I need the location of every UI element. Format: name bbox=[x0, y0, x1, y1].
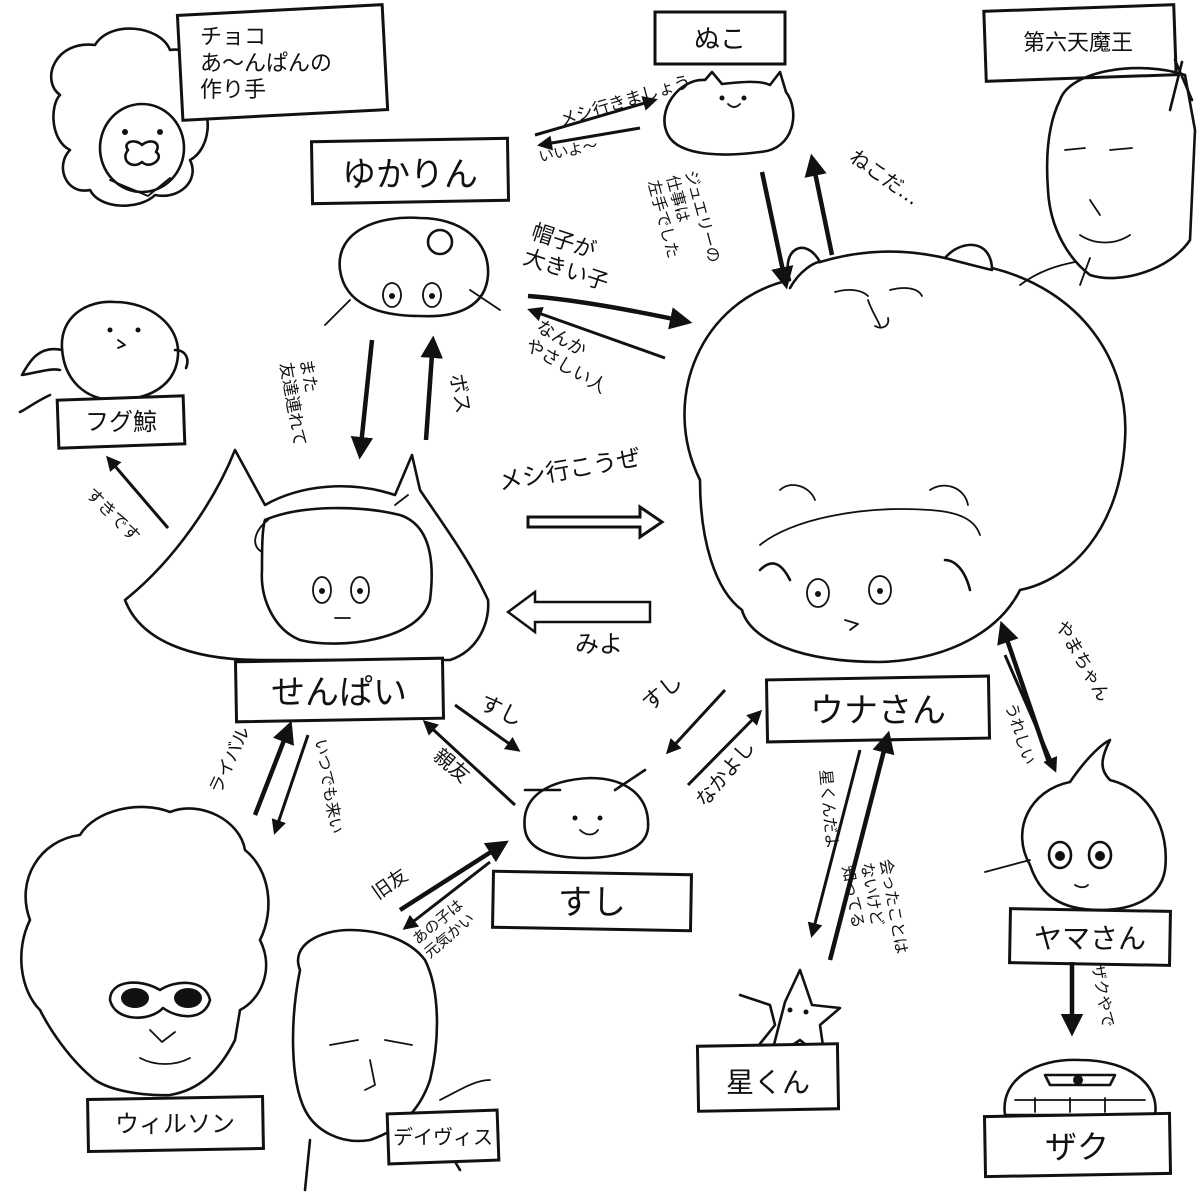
yukarin-character bbox=[325, 218, 500, 325]
hoshikun-label: 星くん bbox=[726, 1066, 810, 1099]
arrow-senpai-to-una bbox=[528, 507, 662, 537]
wilson-label-box: ウィルソン bbox=[88, 1096, 264, 1151]
senpai-character bbox=[125, 450, 488, 660]
edge-label-yukarin-to-senpai: また友達連れて bbox=[275, 357, 329, 447]
unasan-label-box: ウナさん bbox=[766, 676, 989, 742]
yamasan-label: ヤマさん bbox=[1034, 922, 1146, 955]
neko-label: ぬこ bbox=[694, 25, 746, 55]
neko-eye-left-icon bbox=[720, 96, 725, 101]
edge-label-senpai-to-una: メシ行こうぜ bbox=[496, 443, 643, 496]
arrow-una-up-to-neko bbox=[812, 158, 832, 255]
label-line: チョコ bbox=[200, 25, 266, 50]
arrow-yukarin-to-senpai bbox=[360, 340, 372, 455]
davis-label-box: デイヴィス bbox=[387, 1110, 499, 1164]
edge-label-una-sees-neko: ねこだ… bbox=[845, 144, 924, 210]
hoshikun-label-box: 星くん bbox=[697, 1044, 838, 1111]
edge-label-sushi-to-senpai: 親友 bbox=[429, 743, 475, 787]
edge-label-una-to-yukarin: なんかやさしい人 bbox=[522, 316, 621, 398]
choco-label-box: チョコあ〜んぱんの作り手 bbox=[177, 5, 387, 121]
arrow-una-to-sushi bbox=[668, 690, 725, 752]
edge-label-una-to-senpai: みよ bbox=[575, 630, 623, 658]
zaku-monoeye-icon bbox=[1073, 1075, 1083, 1085]
sushi-label-box: すし bbox=[493, 871, 692, 930]
edge-label-una-to-sushi: すし bbox=[638, 669, 688, 716]
senpai-label: せんぱい bbox=[271, 673, 407, 713]
arrow-senpai-to-yukarin bbox=[426, 340, 433, 440]
oda-label: 第六天魔王 bbox=[1023, 31, 1133, 56]
edge-label-senpai-to-yukarin: ボス bbox=[445, 372, 476, 416]
label-line: 作り手 bbox=[200, 78, 266, 103]
zaku-character bbox=[1005, 1060, 1156, 1115]
yukarin-label-box: ゆかりん bbox=[311, 138, 508, 203]
wilson-character bbox=[21, 807, 268, 1095]
edge-label-senpai-to-wilson: いつでも来い bbox=[311, 737, 346, 835]
arrow-una-to-senpai bbox=[508, 592, 650, 632]
sushi-character bbox=[524, 770, 648, 858]
edge-label-yukarin-to-una: 帽子が大きい子 bbox=[520, 220, 620, 296]
fugu-label-box: フグ鯨 bbox=[57, 396, 185, 448]
yamasan-character bbox=[985, 740, 1166, 910]
unasan-character bbox=[684, 245, 1125, 662]
edge-label-davis-to-sushi: 旧友 bbox=[368, 864, 412, 904]
sushi-label: すし bbox=[558, 883, 626, 923]
wilson-sunglass-right-icon bbox=[174, 988, 202, 1008]
edge-label-wilson-to-senpai: ライバル bbox=[205, 723, 254, 797]
yamasan-label-box: ヤマさん bbox=[1010, 909, 1171, 966]
edge-label-hoshi-to-una: 星くんだよ bbox=[816, 769, 842, 850]
edge-label-una-to-neko: メシ行きましょう bbox=[558, 72, 694, 131]
choco-eye-right-icon bbox=[157, 129, 163, 135]
edge-label-senpai-to-fugu: すきです bbox=[81, 484, 143, 546]
neko-label-box: ぬこ bbox=[655, 12, 785, 64]
edge-label-neko-note: ジュエリーの仕事は左手でした bbox=[644, 168, 724, 275]
choco-eye-left-icon bbox=[122, 129, 128, 135]
yukarin-label: ゆかりん bbox=[342, 155, 478, 195]
fugu-label: フグ鯨 bbox=[85, 408, 157, 436]
edge-label-yama-to-zaku: ザクやで bbox=[1088, 962, 1118, 1028]
yukarin-hairclip-icon bbox=[428, 230, 452, 254]
arrow-neko-down-to-una bbox=[762, 172, 786, 285]
zaku-label-box: ザク bbox=[984, 1113, 1170, 1176]
edge-label-una-to-hoshi: 会ったことはないけど知ってる bbox=[838, 857, 911, 962]
senpai-label-box: せんぱい bbox=[235, 658, 443, 722]
unasan-label: ウナさん bbox=[810, 691, 946, 731]
oda-label-box: 第六天魔王 bbox=[984, 5, 1176, 82]
neko-eye-right-icon bbox=[742, 96, 747, 101]
label-line: あ〜んぱんの bbox=[200, 51, 332, 76]
wilson-sunglass-left-icon bbox=[121, 988, 149, 1008]
davis-label: デイヴィス bbox=[393, 1125, 493, 1149]
edge-label-una-to-yama: やまちゃん bbox=[1051, 617, 1114, 705]
zaku-label: ザク bbox=[1045, 1128, 1109, 1166]
oda-character bbox=[1020, 60, 1195, 285]
wilson-label: ウィルソン bbox=[115, 1110, 235, 1138]
